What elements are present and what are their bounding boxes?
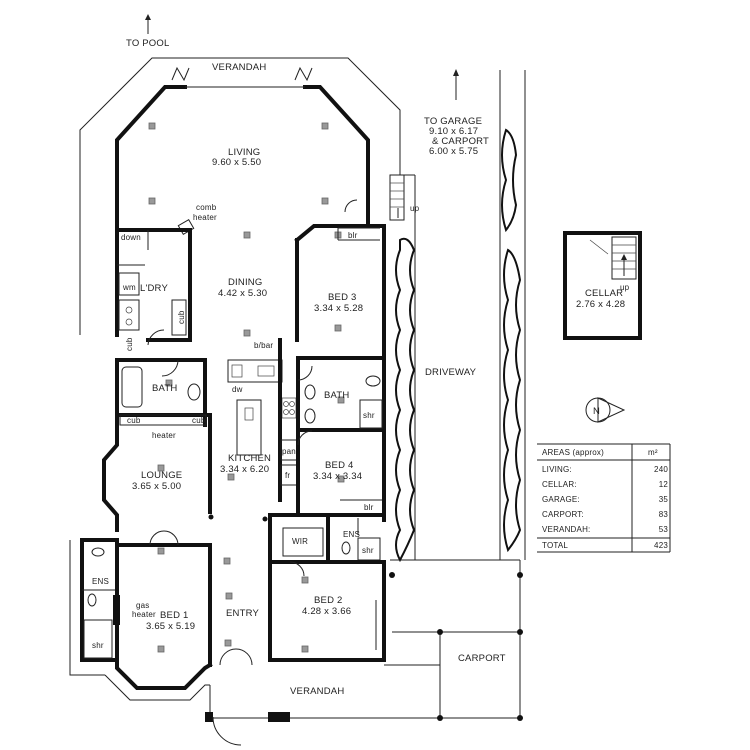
- driveway-label: DRIVEWAY: [425, 367, 477, 378]
- compass-label: N: [593, 406, 600, 417]
- side-stairs: [389, 174, 405, 221]
- wir-label: WIR: [292, 537, 308, 546]
- living-side-door: [344, 199, 358, 213]
- lounge-walls: [102, 413, 212, 547]
- living-room-walls: [115, 85, 370, 337]
- ceiling-lights: [148, 122, 345, 653]
- cellar-label: CELLAR: [585, 288, 623, 299]
- verandah-top-label: VERANDAH: [212, 62, 266, 73]
- entry-walls: [208, 543, 253, 667]
- bed1-walls: [80, 538, 213, 690]
- bed4-robe-label: blr: [364, 503, 374, 512]
- lounge-cub-label-2: cub: [192, 416, 206, 425]
- pantry-label: pan: [282, 447, 296, 456]
- kitchen-label: KITCHEN: [228, 453, 271, 464]
- cellar-dimensions: 2.76 x 4.28: [576, 299, 625, 310]
- dining-label: DINING: [228, 277, 262, 288]
- wm-label: wm: [122, 283, 136, 292]
- areas-row-name: CELLAR:: [542, 480, 577, 489]
- areas-row-value: 240: [654, 465, 668, 474]
- to-garage-label: TO GARAGE: [424, 116, 482, 127]
- areas-row-value: 12: [659, 480, 669, 489]
- front-verandah: [69, 540, 523, 746]
- ens-left-shower-label: shr: [92, 641, 104, 650]
- bed4-dimensions: 3.34 x 3.34: [313, 471, 362, 482]
- gas-heater-label: gas: [136, 601, 150, 610]
- areas-row-value: 83: [659, 510, 669, 519]
- to-garage-arrow-icon: [453, 69, 459, 100]
- areas-total-name: TOTAL: [542, 541, 568, 550]
- areas-row-name: GARAGE:: [542, 495, 580, 504]
- bed2-walls: [268, 560, 386, 662]
- areas-row-value: 35: [659, 495, 669, 504]
- laundry-cub-label: cub: [177, 310, 186, 324]
- areas-row-value: 53: [659, 525, 669, 534]
- carport-dimensions: 6.00 x 5.75: [429, 146, 478, 157]
- ens-left-label: ENS: [92, 577, 109, 586]
- bed3-label: BED 3: [328, 292, 356, 303]
- laundry-cub-label-2: cub: [125, 337, 134, 351]
- garage-dimensions: 9.10 x 6.17: [429, 126, 478, 137]
- lounge-dimensions: 3.65 x 5.00: [132, 481, 181, 492]
- lounge-heater-label: heater: [152, 431, 176, 440]
- entry-label: ENTRY: [226, 608, 259, 619]
- living-doors: [171, 66, 313, 82]
- cellar-up-label: up: [620, 283, 630, 292]
- bed2-label: BED 2: [314, 595, 342, 606]
- dining-dimensions: 4.42 x 5.30: [218, 288, 267, 299]
- bed4-walls: [268, 428, 386, 517]
- ens-right-shower-label: shr: [362, 546, 374, 555]
- wir-ens-walls: [268, 513, 386, 662]
- verandah-bottom-label: VERANDAH: [290, 686, 344, 697]
- comb-heater-label-2: heater: [193, 213, 217, 222]
- bath-right-label: BATH: [324, 390, 349, 401]
- post-marker: [208, 514, 214, 520]
- areas-total-value: 423: [654, 541, 668, 550]
- areas-unit: m²: [648, 448, 658, 457]
- bed3-dimensions: 3.34 x 5.28: [314, 303, 363, 314]
- gas-heater-label-2: heater: [132, 610, 156, 619]
- hedge-right-lower: [503, 248, 522, 553]
- fridge-label: fr: [285, 471, 290, 480]
- lounge-cub-label: cub: [127, 416, 141, 425]
- bed1-dimensions: 3.65 x 5.19: [146, 621, 195, 632]
- kitchen-dimensions: 3.34 x 6.20: [220, 464, 269, 475]
- bath-left-label: BATH: [152, 383, 177, 394]
- areas-row-name: VERANDAH:: [542, 525, 590, 534]
- hedge-right-upper: [501, 128, 518, 233]
- north-compass-icon: [585, 397, 626, 423]
- areas-row-name: LIVING:: [542, 465, 572, 474]
- bbar-label: b/bar: [254, 341, 273, 350]
- dishwasher-label: dw: [232, 385, 243, 394]
- verandah-outline-top: [79, 57, 401, 335]
- areas-table: [537, 443, 671, 553]
- bath-right-shower-label: shr: [363, 411, 375, 420]
- carport-area-label: CARPORT: [458, 653, 506, 664]
- areas-row-name: CARPORT:: [542, 510, 584, 519]
- lounge-label: LOUNGE: [141, 470, 182, 481]
- bed4-label: BED 4: [325, 460, 353, 471]
- laundry-down-label: down: [121, 233, 141, 242]
- laundry-label: L'DRY: [140, 283, 168, 294]
- cellar-walls: [563, 231, 642, 340]
- bed3-walls: [294, 224, 386, 360]
- driveway-lines: [400, 70, 526, 560]
- living-label: LIVING: [228, 147, 260, 158]
- living-dimensions: 9.60 x 5.50: [212, 157, 261, 168]
- carport-label: & CARPORT: [432, 136, 489, 147]
- bed2-dimensions: 4.28 x 3.66: [302, 606, 351, 617]
- bath-right-walls: [296, 356, 386, 522]
- comb-heater-label: comb: [196, 203, 217, 212]
- bed3-robe-label: blr: [348, 231, 358, 240]
- to-pool-label: TO POOL: [126, 38, 169, 49]
- bar-counter: [227, 338, 297, 502]
- laundry-walls: [115, 228, 192, 346]
- hedge-left: [395, 237, 416, 563]
- ens-right-label: ENS: [343, 530, 360, 539]
- post-marker-2: [262, 516, 268, 522]
- bed1-label: BED 1: [160, 610, 188, 621]
- areas-header: AREAS (approx): [542, 448, 604, 457]
- to-pool-arrow-icon: [145, 14, 151, 34]
